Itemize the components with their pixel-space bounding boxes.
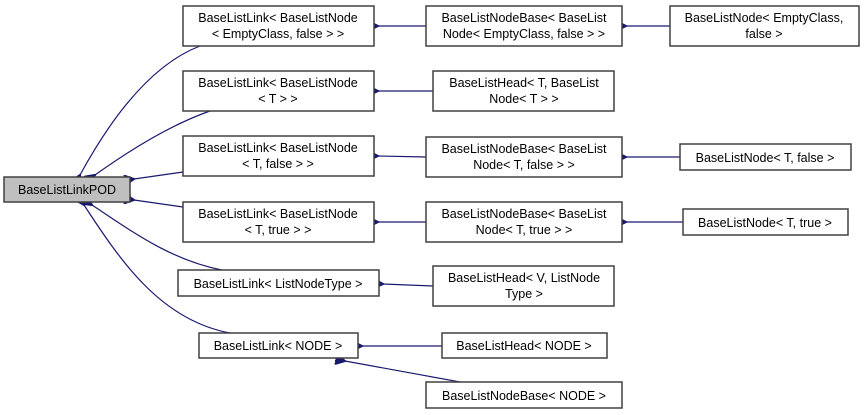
svg-text:BaseListLink< BaseListNode: BaseListLink< BaseListNode (198, 11, 358, 25)
node-head-v[interactable]: BaseListHead< V, ListNode Type > (432, 265, 615, 307)
svg-text:BaseListNodeBase< BaseList: BaseListNodeBase< BaseList (441, 11, 607, 25)
svg-text:BaseListNodeBase< NODE >: BaseListNodeBase< NODE > (442, 389, 606, 403)
node-nodebase-node[interactable]: BaseListNodeBase< NODE > (425, 381, 623, 409)
svg-text:BaseListLink< BaseListNode: BaseListLink< BaseListNode (198, 76, 358, 90)
node-nodebase-t-true[interactable]: BaseListNodeBase< BaseList Node< T, true… (425, 201, 623, 243)
svg-text:BaseListLink< NODE >: BaseListLink< NODE > (214, 339, 343, 353)
svg-text:< T > >: < T > > (258, 92, 298, 106)
node-listnode-empty[interactable]: BaseListNode< EmptyClass, false > (669, 5, 860, 47)
svg-text:< T, false > >: < T, false > > (242, 157, 314, 171)
svg-text:Node< T, true > >: Node< T, true > > (476, 223, 573, 237)
svg-text:BaseListLink< BaseListNode: BaseListLink< BaseListNode (198, 141, 358, 155)
node-nodebase-t-false[interactable]: BaseListNodeBase< BaseList Node< T, fals… (425, 136, 623, 178)
node-head-node[interactable]: BaseListHead< NODE > (441, 332, 608, 359)
svg-text:Node< EmptyClass, false > >: Node< EmptyClass, false > > (443, 27, 605, 41)
node-base-list-link-pod[interactable]: BaseListLinkPOD (3, 176, 131, 203)
svg-text:BaseListLink< ListNodeType >: BaseListLink< ListNodeType > (194, 277, 363, 291)
edges (80, 26, 683, 383)
node-listnode-t-true[interactable]: BaseListNode< T, true > (682, 208, 849, 236)
node-listnode-t-false[interactable]: BaseListNode< T, false > (679, 143, 852, 171)
node-nodebase-empty[interactable]: BaseListNodeBase< BaseList Node< EmptyCl… (425, 5, 623, 47)
svg-text:BaseListNodeBase< BaseList: BaseListNodeBase< BaseList (441, 207, 607, 221)
svg-text:BaseListHead< V, ListNode: BaseListHead< V, ListNode (448, 271, 600, 285)
svg-text:< T, true > >: < T, true > > (245, 223, 312, 237)
node-link-node[interactable]: BaseListLink< NODE > (198, 332, 359, 359)
svg-text:BaseListNode< EmptyClass,: BaseListNode< EmptyClass, (685, 11, 844, 25)
svg-text:Type >: Type > (505, 287, 543, 301)
svg-text:BaseListNodeBase< BaseList: BaseListNodeBase< BaseList (441, 142, 607, 156)
svg-text:< EmptyClass, false > >: < EmptyClass, false > > (212, 27, 344, 41)
svg-text:BaseListNode< T, true >: BaseListNode< T, true > (698, 216, 832, 230)
svg-text:BaseListLink< BaseListNode: BaseListLink< BaseListNode (198, 207, 358, 221)
node-link-t-false[interactable]: BaseListLink< BaseListNode < T, false > … (182, 135, 375, 177)
node-head-t[interactable]: BaseListHead< T, BaseList Node< T > > (432, 70, 615, 112)
svg-text:BaseListHead< T, BaseList: BaseListHead< T, BaseList (449, 76, 599, 90)
node-link-empty[interactable]: BaseListLink< BaseListNode < EmptyClass,… (182, 5, 375, 47)
svg-text:BaseListLinkPOD: BaseListLinkPOD (18, 183, 116, 197)
svg-text:false >: false > (745, 27, 782, 41)
node-link-t[interactable]: BaseListLink< BaseListNode < T > > (182, 70, 375, 112)
svg-text:BaseListHead< NODE >: BaseListHead< NODE > (456, 339, 592, 353)
svg-text:BaseListNode< T, false >: BaseListNode< T, false > (696, 151, 835, 165)
svg-text:Node< T, false > >: Node< T, false > > (473, 158, 575, 172)
svg-text:Node< T > >: Node< T > > (489, 92, 558, 106)
node-link-list-node-type[interactable]: BaseListLink< ListNodeType > (177, 269, 380, 297)
node-link-t-true[interactable]: BaseListLink< BaseListNode < T, true > > (182, 201, 375, 243)
